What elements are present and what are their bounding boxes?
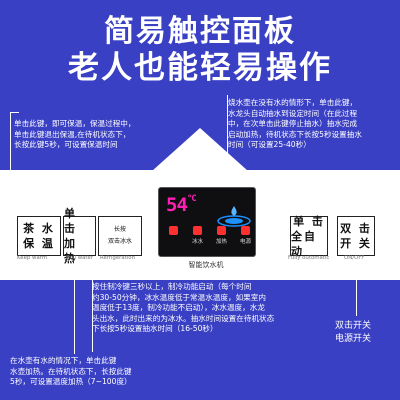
leader-cooling [92, 262, 93, 352]
cooling-caption: Refrigeration [100, 255, 136, 261]
headline-line1: 简易触控面板 [104, 14, 296, 49]
power-top-label: 双 击 [340, 222, 372, 235]
single-heat-bottom-label: 加 热 [64, 237, 77, 265]
display-status-icons: 冰水 加热 电源 [163, 226, 256, 245]
single-heat-button[interactable]: 单 击 加 热 [63, 207, 96, 265]
auto-caption: Fully outomatic [288, 255, 330, 261]
keep-warm-group: 茶 水 保 温 [17, 216, 61, 256]
leader-keep-warm [10, 112, 19, 219]
single-heat-top-label: 单 击 [64, 207, 77, 235]
auto-group: 单 击 全自动 [290, 214, 328, 258]
cooling-bottom-label: 双击冰水 [107, 238, 132, 245]
power-caption: ON/OFF [344, 255, 365, 261]
heat-group: 单 击 加 热 长按 双击冰水 [63, 207, 142, 265]
cup-icon [163, 226, 184, 245]
fully-automatic-button[interactable]: 单 击 全自动 [290, 214, 328, 258]
lcd-display: 54°C 冰水 加热 电源 [158, 187, 256, 257]
single-heat-caption: Boil water [66, 255, 94, 261]
leader-power [356, 262, 357, 316]
heat-icon: 加热 [211, 226, 232, 245]
water-drop-icon [217, 206, 251, 227]
display-temperature-unit: °C [186, 194, 197, 204]
brand-label: 智能饮水机 [188, 261, 224, 269]
keep-warm-button[interactable]: 茶 水 保 温 [17, 216, 61, 256]
cooling-button[interactable]: 长按 双击冰水 [98, 216, 142, 256]
power-icon: 电源 [235, 226, 256, 245]
display-temperature-value: 54 [166, 194, 188, 216]
power-button[interactable]: 双 击 开 关 [337, 216, 375, 256]
power-group: 双 击 开 关 [337, 216, 375, 256]
auto-top-label: 单 击 [293, 214, 325, 228]
auto-bottom-label: 全自动 [291, 229, 317, 258]
panel-notch [152, 128, 248, 171]
cooling-top-label: 长按 [113, 226, 126, 233]
note-power: 双击开关 电源开关 [335, 321, 372, 344]
keep-warm-bottom-label: 保 温 [23, 237, 55, 250]
power-bottom-label: 开 关 [340, 237, 372, 250]
note-keep-warm: 单击此键，即可保温，保温过程中， 单击此键退出保温,在待机状态下， 长按此键5秒… [14, 119, 136, 150]
display-temperature: 54°C [166, 194, 197, 216]
kettle-icon: 冰水 [187, 226, 208, 245]
note-heat: 在水壶有水的情况下，单击此键 水壶加热。在待机状态下，长按此键 5秒，可设置温度… [10, 356, 132, 387]
note-cooling: 按住制冷键三秒以上，制冷功能启动（每个时间 约30-50分钟，冰水温度低于常温水… [92, 282, 275, 334]
note-boil: 烧水壶在没有水的情形下，单击此键， 水龙头自动抽水到设定时间（在此过程 中，在次… [228, 98, 362, 150]
headline-line2: 老人也能轻易操作 [68, 50, 332, 86]
keep-warm-top-label: 茶 水 [23, 222, 55, 235]
leader-heat [74, 262, 75, 354]
keep-warm-caption: Keep warm [17, 255, 48, 261]
